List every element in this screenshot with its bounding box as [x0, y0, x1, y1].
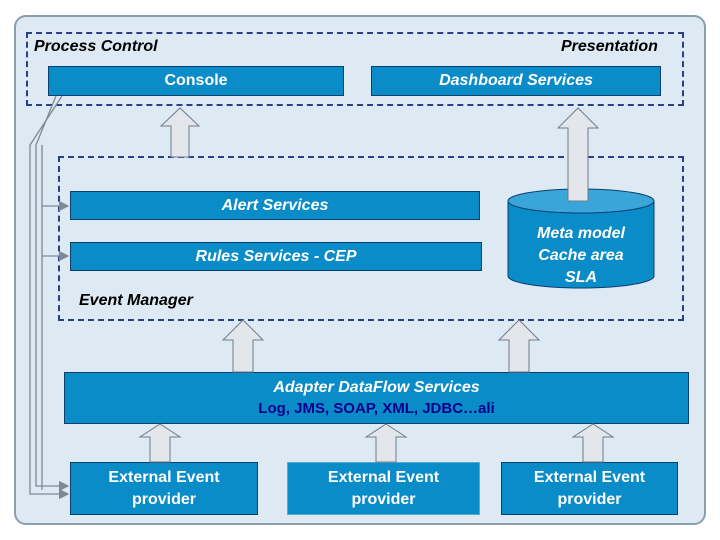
arrow-adapter-to-event-manager-right	[497, 319, 541, 373]
provider-1-line2: provider	[131, 490, 196, 508]
adapter-dataflow-box: Adapter DataFlow Services Log, JMS, SOAP…	[64, 372, 689, 424]
arrow-provider3-to-adapter	[571, 423, 615, 463]
provider-2-line1: External Event	[327, 468, 440, 486]
external-event-provider-3: External Event provider	[501, 462, 678, 515]
event-manager-dashed-region	[58, 156, 684, 321]
meta-model-line-2: Cache area	[538, 247, 624, 264]
top-dashed-region	[26, 32, 684, 106]
console-label: Console	[164, 72, 228, 89]
arrow-provider2-to-adapter	[364, 423, 408, 463]
presentation-label: Presentation	[561, 38, 658, 55]
dashboard-services-label: Dashboard Services	[439, 72, 593, 89]
provider-1-line1: External Event	[108, 468, 220, 486]
dashboard-services-box: Dashboard Services	[371, 66, 661, 96]
meta-model-line-1: Meta model	[536, 225, 625, 242]
provider-3-line1: External Event	[533, 468, 646, 486]
adapter-title: Adapter DataFlow Services	[273, 379, 480, 396]
process-control-label: Process Control	[34, 38, 158, 55]
arrow-rules-to-console	[159, 107, 201, 158]
meta-model-line-3: SLA	[565, 269, 597, 286]
rules-services-label: Rules Services - CEP	[195, 247, 357, 265]
alert-services-label: Alert Services	[221, 196, 329, 214]
event-manager-label: Event Manager	[79, 292, 193, 309]
external-event-provider-2: External Event provider	[287, 462, 480, 515]
provider-2-line2: provider	[351, 490, 416, 508]
arrow-provider1-to-adapter	[138, 423, 182, 463]
alert-services-box: Alert Services	[70, 191, 480, 220]
arrow-meta-to-dashboard	[556, 107, 600, 202]
meta-model-text: Meta model Cache area SLA	[508, 223, 654, 289]
provider-3-line2: provider	[557, 490, 622, 508]
adapter-protocols: Log, JMS, SOAP, XML, JDBC…ali	[258, 400, 495, 417]
arrow-adapter-to-event-manager-left	[221, 319, 265, 373]
process-control-connectors	[29, 95, 70, 500]
rules-services-box: Rules Services - CEP	[70, 242, 482, 271]
console-box: Console	[48, 66, 344, 96]
